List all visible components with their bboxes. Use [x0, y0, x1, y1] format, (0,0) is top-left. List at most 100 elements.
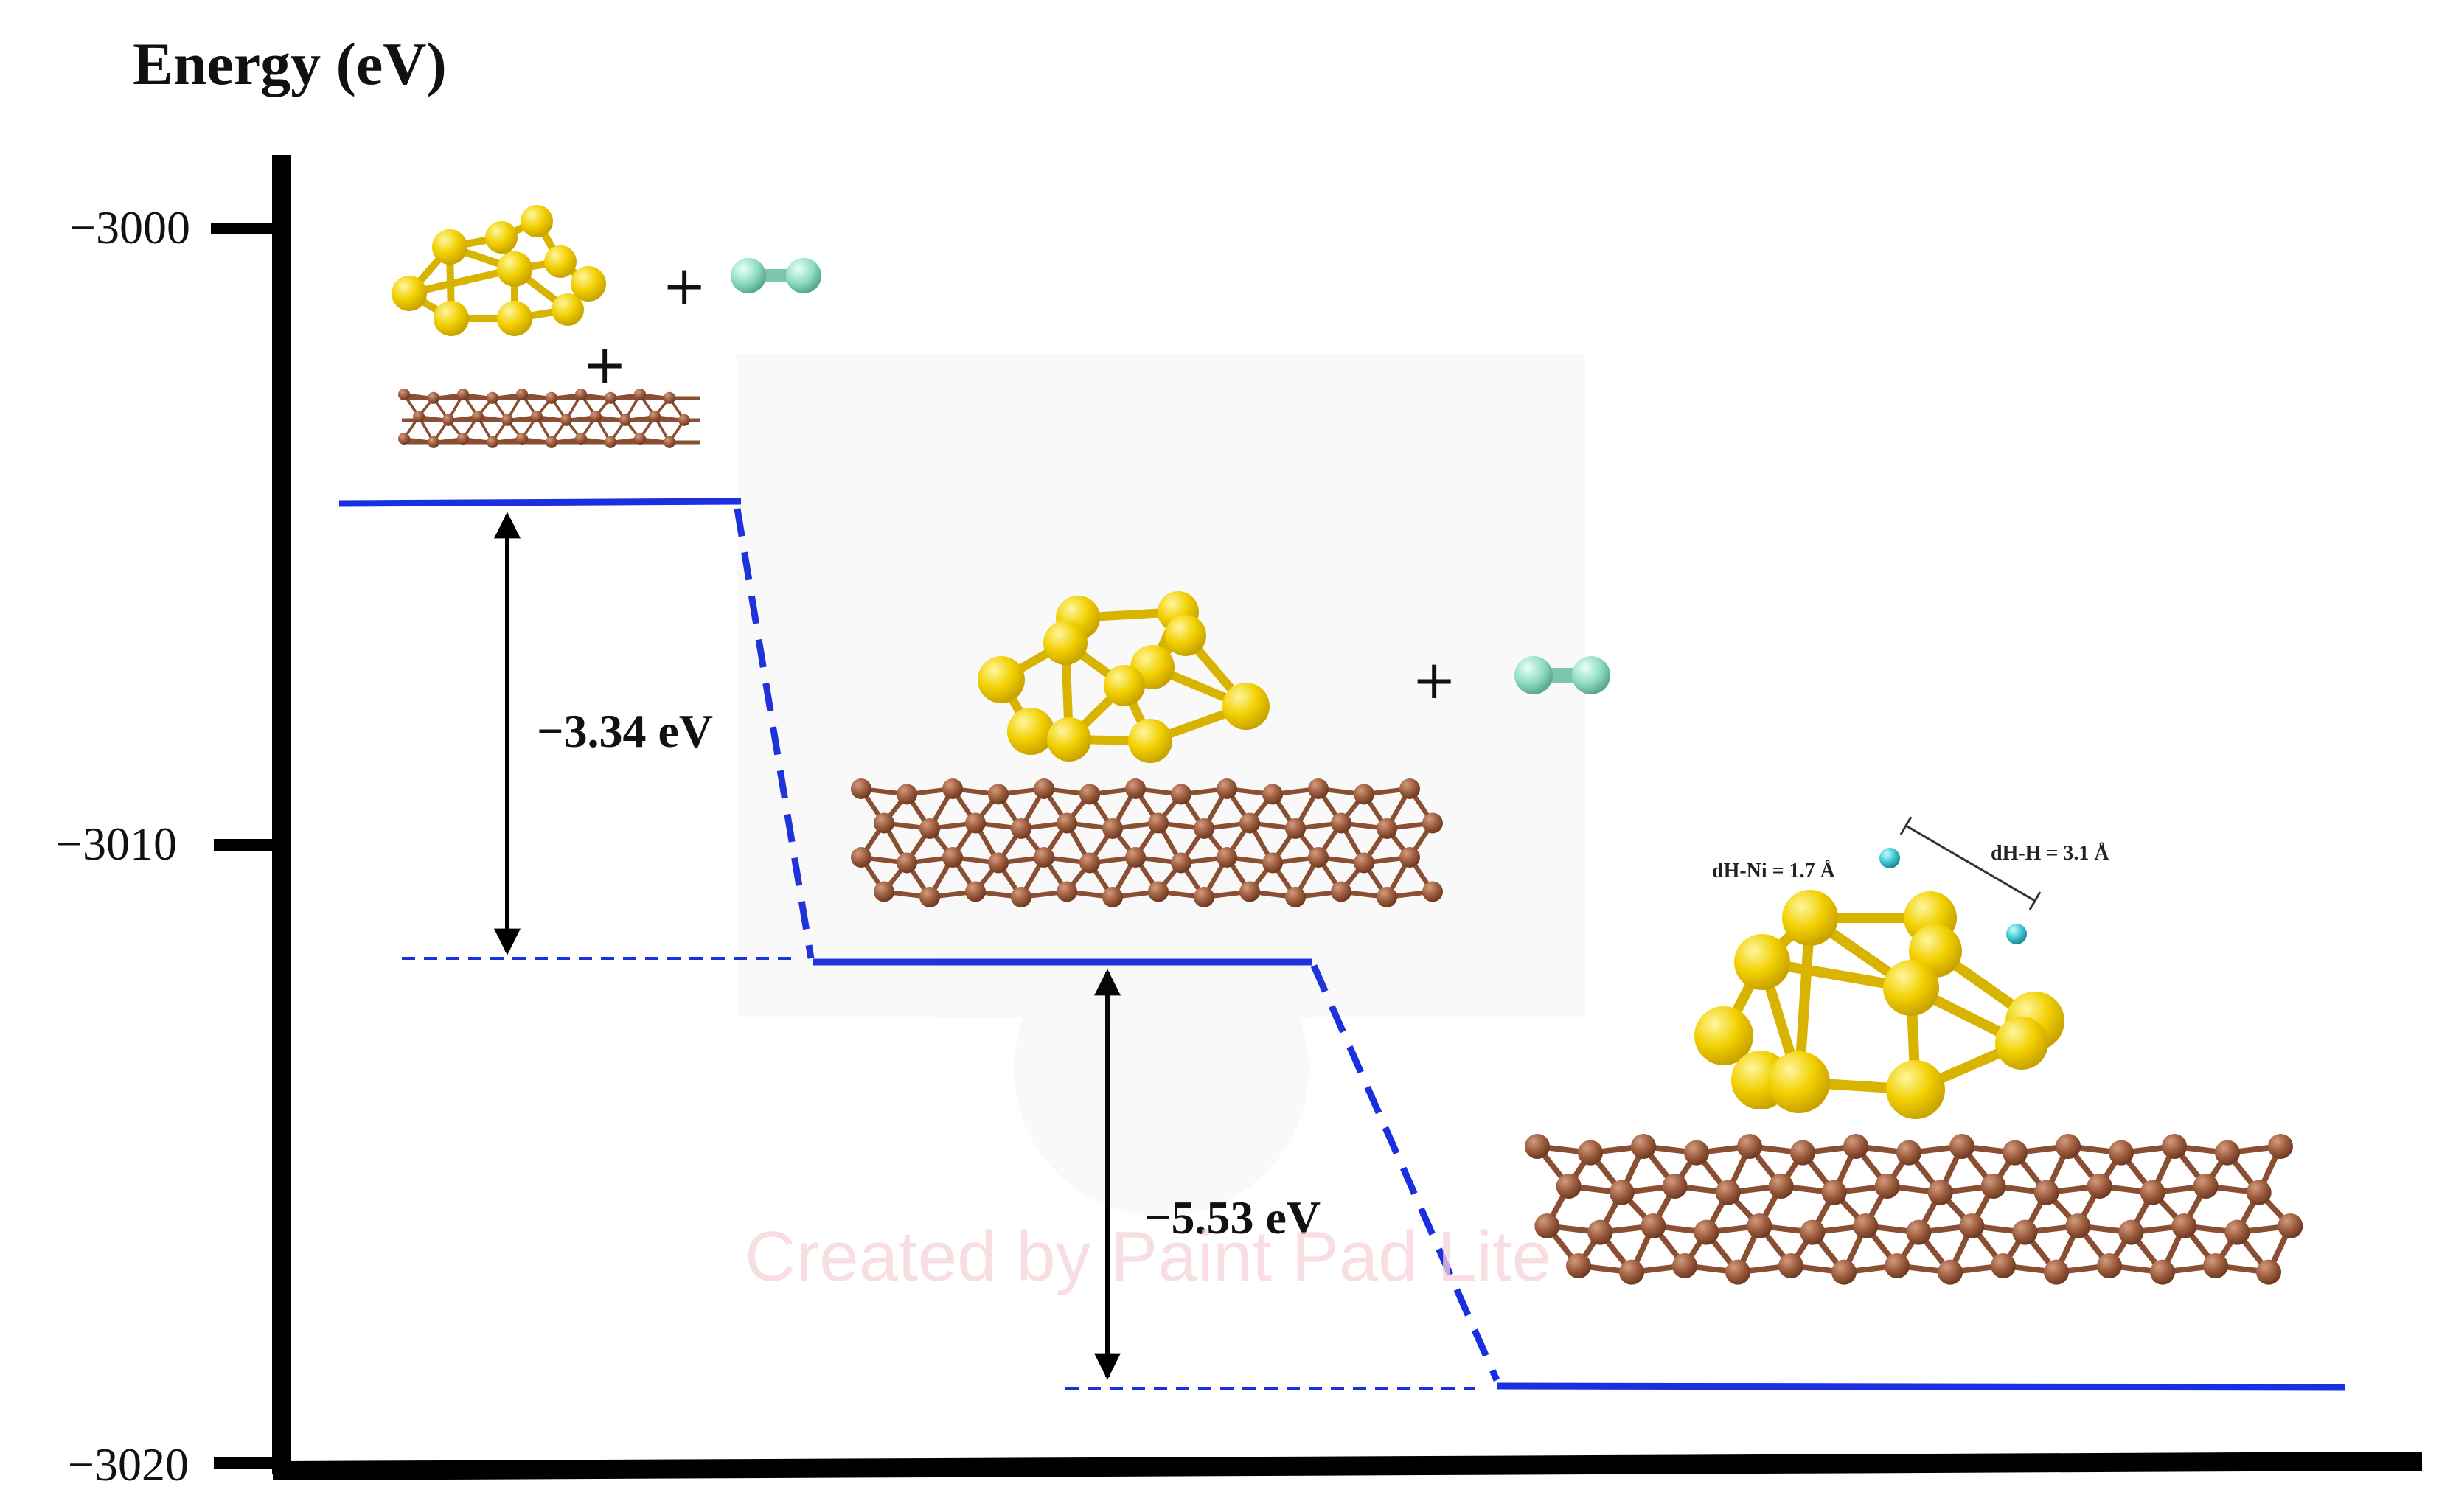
carbon-atom: [1057, 881, 1077, 902]
level-3-line: [1496, 1382, 2345, 1391]
carbon-atom: [1927, 1180, 1953, 1205]
carbon-atom: [575, 433, 587, 445]
carbon-atom: [2171, 1213, 2197, 1238]
carbon-atom: [1525, 1134, 1550, 1159]
carbon-atom: [874, 812, 894, 834]
carbon-atom: [1737, 1134, 1762, 1159]
carbon-atom: [1980, 1174, 2006, 1199]
carbon-atom: [2193, 1174, 2219, 1199]
carbon-atom: [851, 778, 871, 799]
h-atom-1: [1879, 848, 1900, 868]
substrate-1: [398, 389, 700, 448]
carbon-atom: [1906, 1219, 1932, 1245]
carbon-atom: [1011, 886, 1031, 907]
carbon-atom: [398, 389, 410, 400]
carbon-atom: [1194, 886, 1214, 907]
carbon-atom: [678, 414, 690, 426]
carbon-atom: [2097, 1253, 2122, 1278]
carbon-atom: [1034, 847, 1054, 868]
carbon-atom: [1684, 1140, 1709, 1166]
carbon-atom: [2246, 1180, 2272, 1205]
carbon-atom: [619, 414, 631, 426]
cluster-3: [1694, 890, 2064, 1119]
carbon-atom: [1725, 1259, 1750, 1285]
carbon-atom: [1853, 1213, 1879, 1238]
y-tick-label-3010: −3010: [55, 818, 177, 870]
carbon-atom: [2150, 1259, 2175, 1285]
carbon-atom: [1566, 1253, 1591, 1278]
carbon-atom: [2003, 1140, 2028, 1166]
carbon-atom: [2224, 1219, 2250, 1245]
carbon-atom: [988, 852, 1009, 874]
carbon-atom: [988, 784, 1009, 805]
carbon-atom: [1715, 1180, 1741, 1205]
carbon-atom: [1768, 1174, 1794, 1199]
carbon-atom: [1125, 847, 1146, 868]
h-h-distance-bar: [1899, 816, 2042, 910]
carbon-atom: [2203, 1253, 2228, 1278]
carbon-atom: [516, 389, 528, 400]
carbon-atom: [1896, 1140, 1921, 1166]
carbon-atom: [1239, 881, 1260, 902]
carbon-atom: [501, 414, 513, 426]
carbon-atom: [1308, 778, 1329, 799]
carbon-atom: [1422, 881, 1443, 902]
carbon-atom: [1262, 852, 1283, 874]
plus-sign-1: +: [662, 254, 707, 316]
carbon-atom: [851, 847, 871, 868]
carbon-atom: [546, 391, 557, 404]
h2-molecule-1: [731, 258, 821, 293]
carbon-atom: [1285, 886, 1306, 907]
carbon-atom: [1262, 784, 1283, 805]
carbon-atom: [1079, 784, 1100, 805]
h-h-distance-label: dH-H = 3.1 Å: [1991, 842, 2109, 865]
substrate-3: [1525, 1134, 2303, 1285]
y-tick-label-3020: −3020: [67, 1438, 189, 1491]
carbon-atom: [1331, 812, 1351, 834]
carbon-atom: [1217, 778, 1237, 799]
carbon-atom: [1959, 1213, 1985, 1238]
carbon-atom: [2065, 1213, 2091, 1238]
carbon-atom: [965, 881, 986, 902]
carbon-atom: [2162, 1134, 2187, 1159]
carbon-atom: [1800, 1219, 1826, 1245]
carbon-atom: [1034, 778, 1054, 799]
carbon-atom: [531, 411, 543, 422]
carbon-atom: [2056, 1134, 2081, 1159]
carbon-atom: [1217, 847, 1237, 868]
carbon-atom: [664, 391, 675, 404]
carbon-atom: [575, 389, 587, 400]
carbon-atom: [457, 433, 469, 445]
carbon-atom: [1148, 812, 1169, 834]
carbon-atom: [2109, 1140, 2134, 1166]
carbon-atom: [919, 818, 940, 839]
carbon-atom: [1631, 1134, 1656, 1159]
carbon-atom: [442, 414, 454, 426]
carbon-atom: [398, 433, 410, 445]
plus-sign-2: +: [582, 333, 627, 395]
h-atom-2: [2006, 924, 2027, 944]
carbon-atom: [413, 411, 425, 422]
carbon-atom: [1672, 1253, 1697, 1278]
carbon-atom: [1619, 1259, 1644, 1285]
carbon-atom: [457, 389, 469, 400]
h-ni-distance-label: dH-Ni = 1.7 Å: [1712, 860, 1835, 882]
energy-difference-label-2: −5.53 eV: [1144, 1191, 1321, 1244]
carbon-atom: [1148, 881, 1169, 902]
carbon-atom: [942, 778, 963, 799]
carbon-atom: [2215, 1140, 2240, 1166]
carbon-atom: [1949, 1134, 1974, 1159]
cluster-1: [392, 205, 606, 336]
connector-1-dashed: [734, 508, 815, 959]
carbon-atom: [516, 433, 528, 445]
carbon-atom: [2087, 1174, 2112, 1199]
carbon-atom: [1194, 818, 1214, 839]
carbon-atom: [1694, 1219, 1719, 1245]
carbon-atom: [1239, 812, 1260, 834]
carbon-atom: [634, 433, 646, 445]
carbon-atom: [1399, 778, 1420, 799]
carbon-atom: [1821, 1180, 1847, 1205]
watermark-text: Created by Paint Pad Lite: [745, 1217, 1552, 1296]
carbon-atom: [1171, 852, 1191, 874]
carbon-atom: [2140, 1180, 2165, 1205]
